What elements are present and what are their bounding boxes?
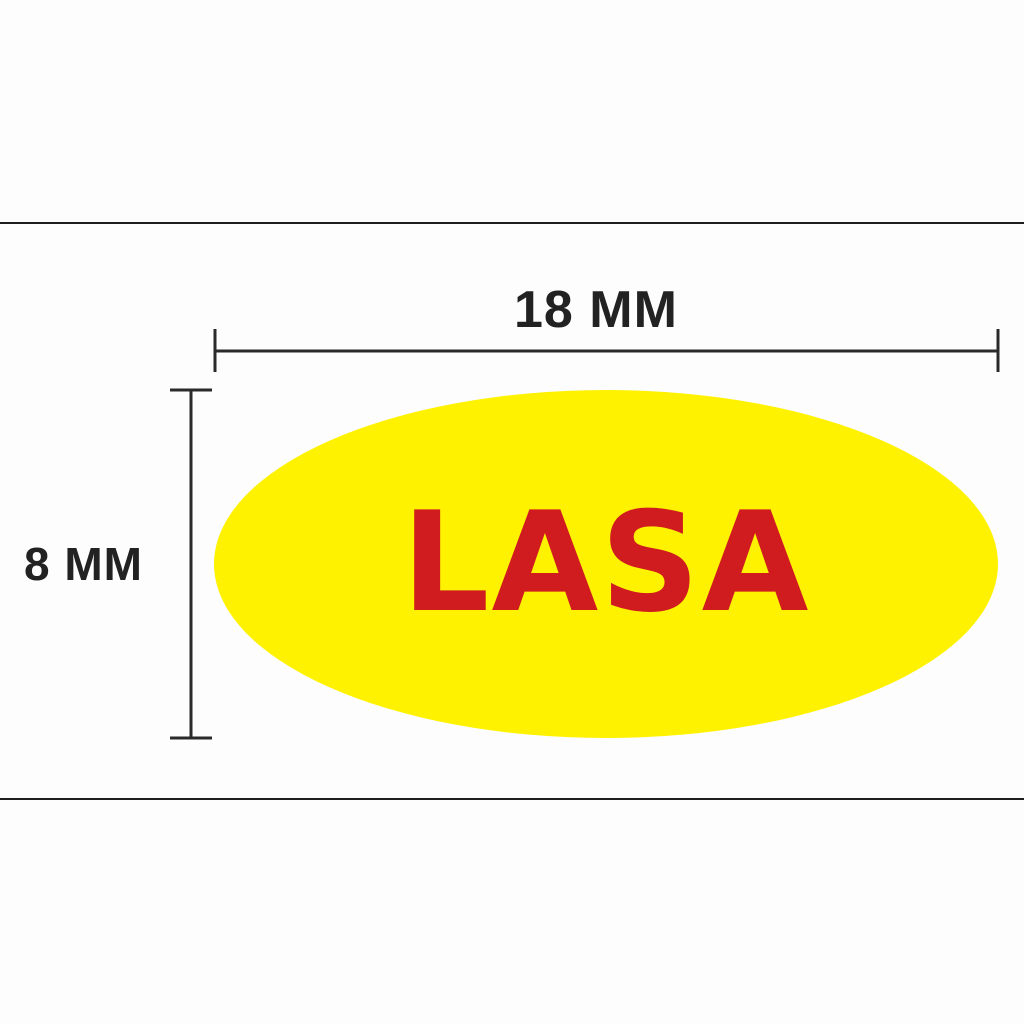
sticker-text: LASA	[401, 481, 811, 643]
height-label: 8 MM	[24, 538, 143, 590]
width-label: 18 MM	[514, 281, 678, 339]
oval-sticker: LASA	[214, 390, 998, 738]
